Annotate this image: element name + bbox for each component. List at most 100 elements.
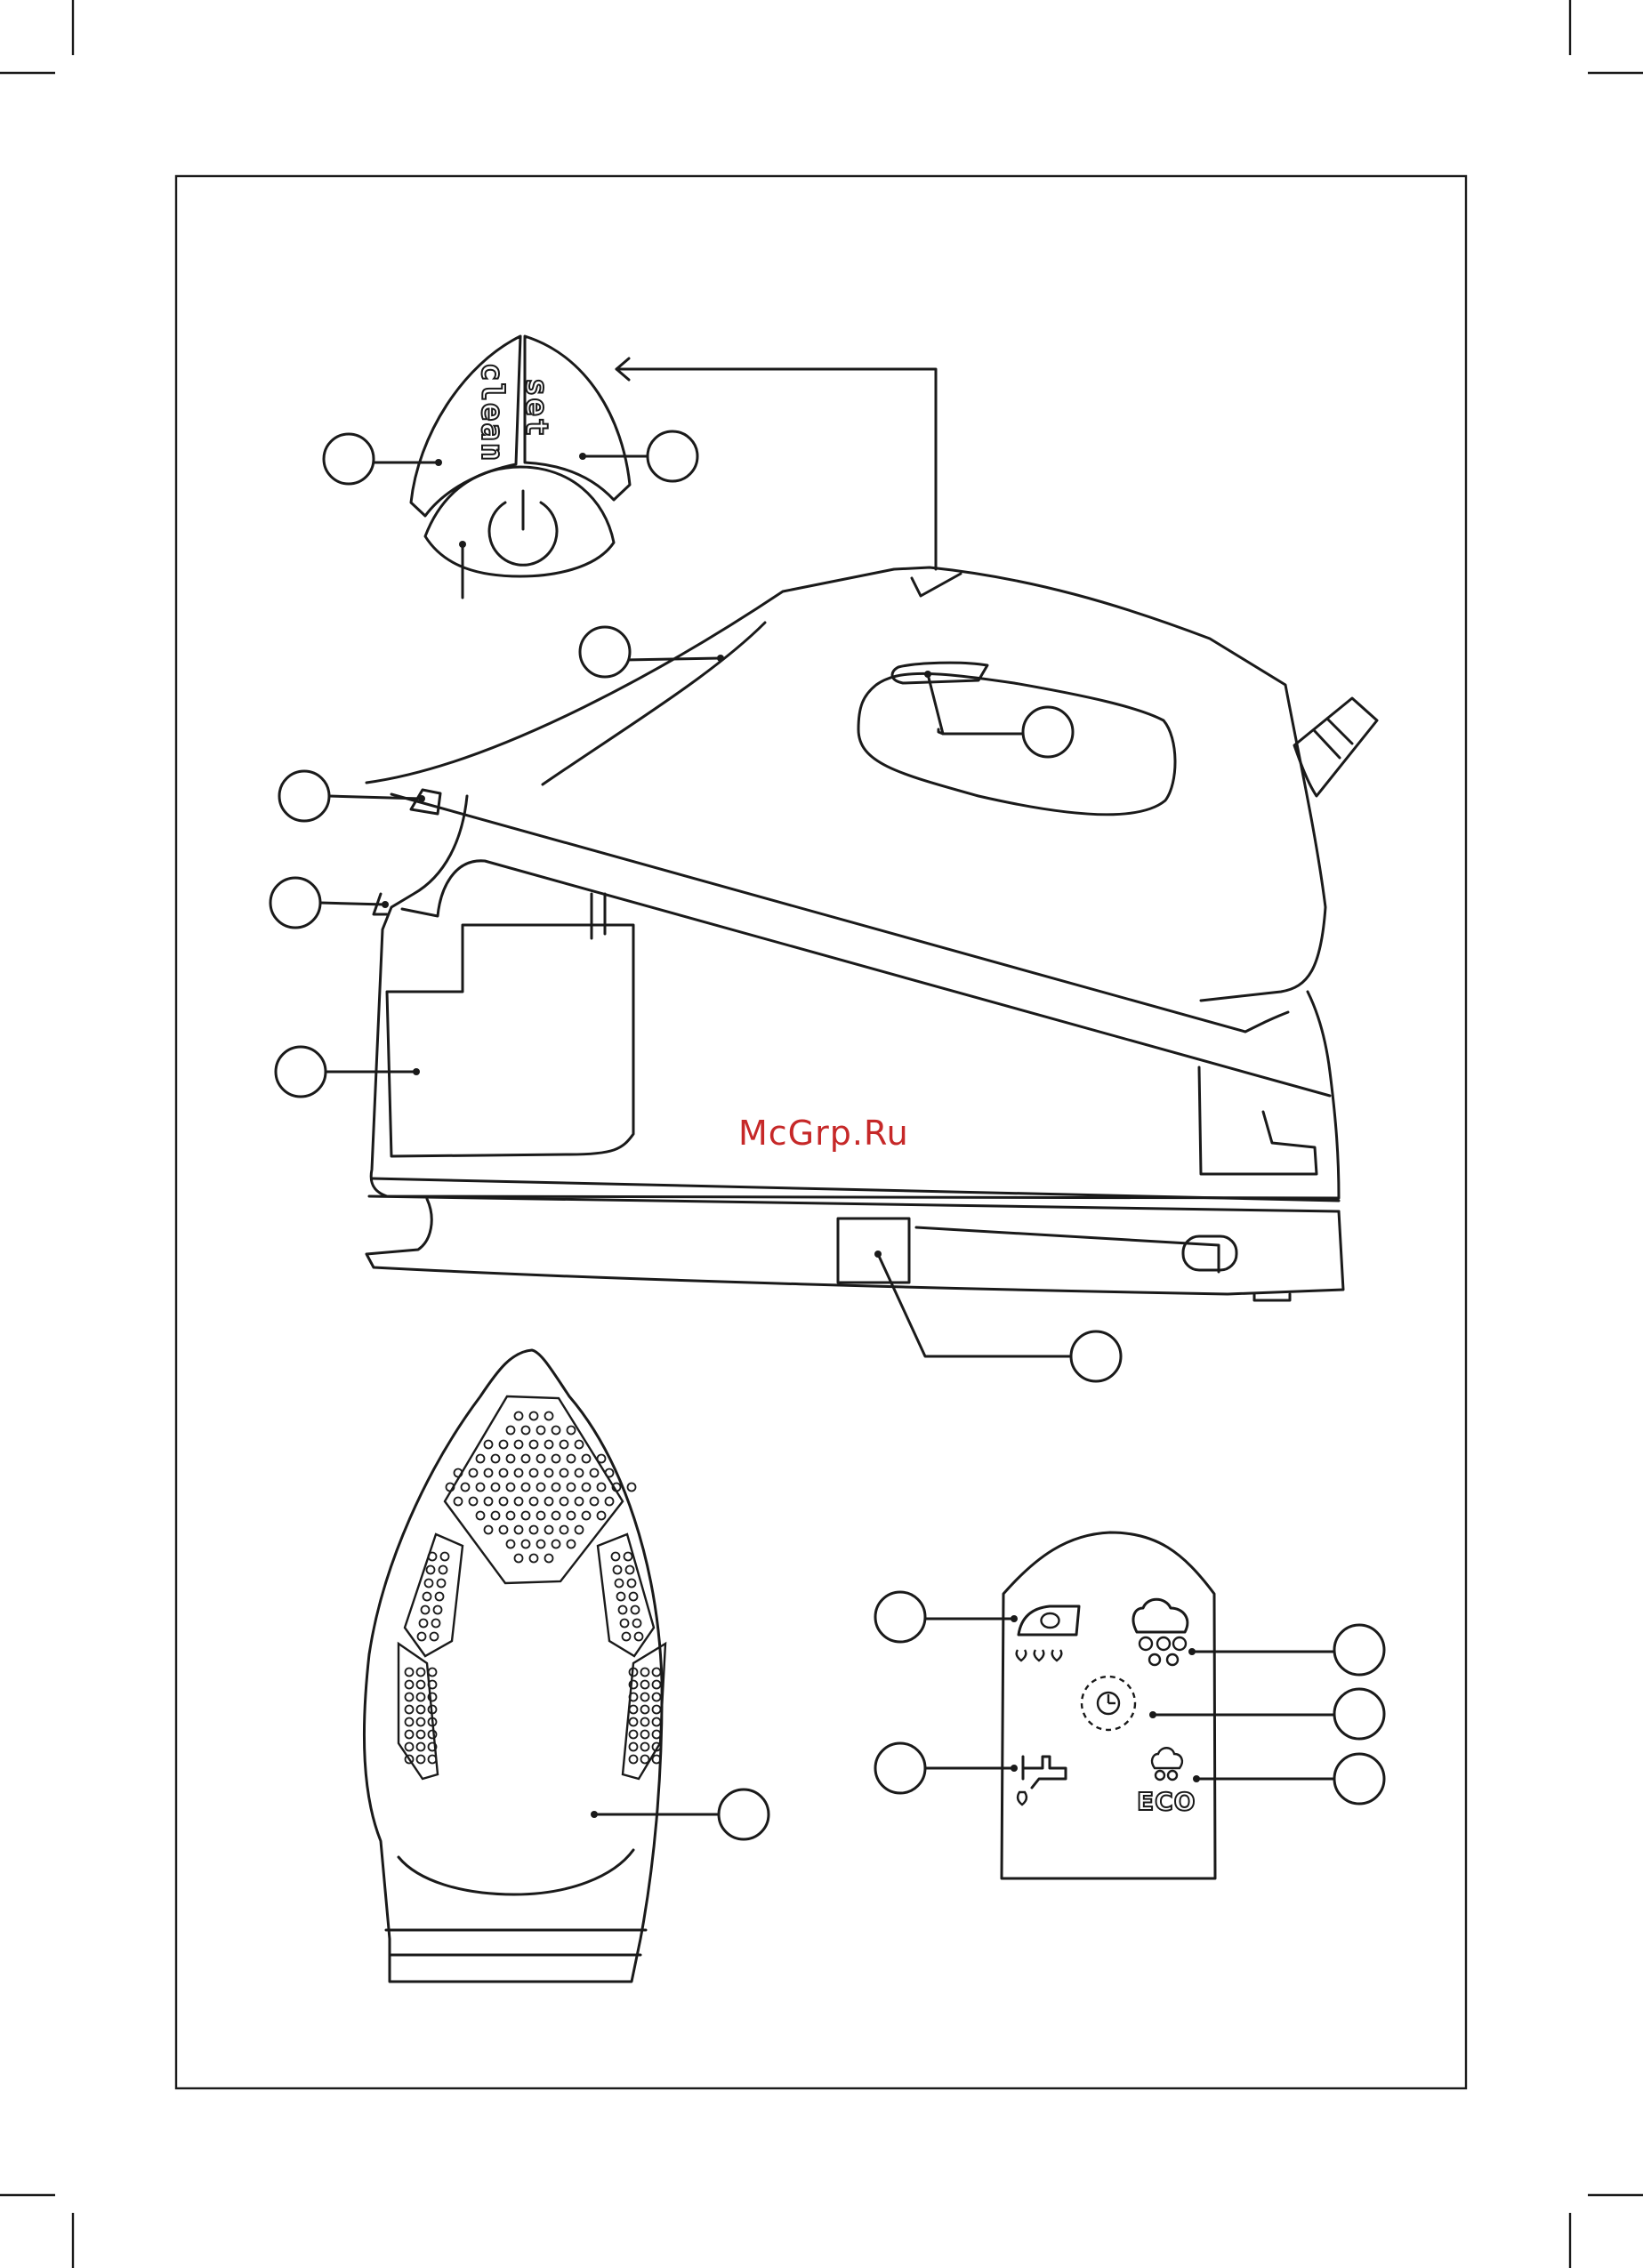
steam-hole xyxy=(568,1540,576,1548)
iron-water-drops-icon xyxy=(1017,1606,1079,1661)
steam-hole xyxy=(630,1743,638,1751)
steam-hole xyxy=(477,1512,485,1520)
steam-hole xyxy=(630,1706,638,1714)
callout-handle xyxy=(580,627,630,677)
steam-hole xyxy=(500,1526,508,1534)
callout-steam-indicator xyxy=(1334,1625,1384,1675)
cord-storage-latch xyxy=(838,1218,909,1283)
steam-hole xyxy=(641,1706,649,1714)
steam-hole xyxy=(530,1469,538,1477)
steam-hole xyxy=(507,1512,515,1520)
steam-hole xyxy=(477,1455,485,1463)
steam-hole xyxy=(653,1669,661,1677)
steam-hole xyxy=(417,1731,425,1739)
timer-icon xyxy=(1082,1677,1135,1730)
steam-hole xyxy=(612,1553,620,1561)
steam-hole xyxy=(417,1756,425,1764)
steam-hole xyxy=(462,1484,470,1492)
steam-hole xyxy=(614,1566,622,1574)
callout-soleplate xyxy=(719,1789,769,1839)
steam-hole xyxy=(441,1553,449,1561)
steam-hole xyxy=(429,1756,437,1764)
steam-hole xyxy=(635,1633,643,1641)
steam-hole xyxy=(522,1512,530,1520)
callout-steam-trigger xyxy=(1023,707,1073,757)
steam-generator-side-view xyxy=(270,567,1377,1381)
steam-hole xyxy=(492,1484,500,1492)
callout-iron-indicator xyxy=(875,1592,925,1642)
steam-hole xyxy=(545,1412,553,1420)
steam-hole xyxy=(500,1469,508,1477)
steam-hole xyxy=(630,1718,638,1726)
steam-hole xyxy=(641,1756,649,1764)
control-panel-detail: clean set xyxy=(324,336,936,598)
steam-hole xyxy=(492,1455,500,1463)
steam-hole xyxy=(432,1620,440,1628)
steam-hole xyxy=(545,1469,553,1477)
steam-hole xyxy=(598,1455,606,1463)
steam-hole xyxy=(576,1469,584,1477)
callout-eco-indicator xyxy=(1334,1754,1384,1804)
steam-hole xyxy=(530,1555,538,1563)
steam-hole xyxy=(434,1606,442,1614)
steam-hole xyxy=(429,1669,437,1677)
steam-hole xyxy=(422,1606,430,1614)
steam-hole xyxy=(598,1512,606,1520)
steam-hole xyxy=(545,1526,553,1534)
steam-hole xyxy=(537,1540,545,1548)
steam-hole xyxy=(507,1455,515,1463)
steam-hole xyxy=(406,1718,414,1726)
steam-hole xyxy=(515,1441,523,1449)
steam-hole xyxy=(530,1526,538,1534)
steam-hole xyxy=(423,1593,431,1601)
steam-hole xyxy=(616,1580,624,1588)
strong-steam-icon xyxy=(1133,1599,1188,1665)
steam-hole xyxy=(623,1633,631,1641)
steam-hole xyxy=(438,1580,446,1588)
steam-hole xyxy=(552,1512,560,1520)
steam-hole xyxy=(507,1427,515,1435)
watermark: McGrp.Ru xyxy=(738,1114,909,1153)
tap-water-icon xyxy=(1018,1757,1066,1805)
steam-hole xyxy=(568,1512,576,1520)
steam-hole xyxy=(653,1681,661,1689)
steam-hole xyxy=(545,1498,553,1506)
callout-timer-indicator xyxy=(1334,1689,1384,1739)
cord-outlet-icon xyxy=(1294,698,1377,796)
steam-hole xyxy=(576,1498,584,1506)
steam-hole xyxy=(606,1498,614,1506)
steam-hole xyxy=(624,1553,632,1561)
steam-hole xyxy=(552,1484,560,1492)
steam-hole xyxy=(431,1633,439,1641)
steam-hole xyxy=(522,1484,530,1492)
steam-hole xyxy=(530,1412,538,1420)
steam-hole xyxy=(537,1427,545,1435)
steam-hole xyxy=(436,1593,444,1601)
steam-holes xyxy=(406,1412,661,1764)
callout-set-button xyxy=(648,431,697,481)
steam-hole xyxy=(568,1427,576,1435)
soleplate-view xyxy=(364,1350,769,1982)
callout-descale-indicator xyxy=(875,1743,925,1793)
steam-hole xyxy=(630,1756,638,1764)
eco-label: ECO xyxy=(1137,1787,1196,1816)
steam-hole xyxy=(653,1731,661,1739)
steam-trigger xyxy=(892,663,987,683)
steam-hole xyxy=(500,1498,508,1506)
steam-hole xyxy=(500,1441,508,1449)
steam-hole xyxy=(417,1718,425,1726)
steam-hole xyxy=(406,1681,414,1689)
steam-hole xyxy=(641,1693,649,1701)
steam-hole xyxy=(515,1412,523,1420)
steam-hole xyxy=(425,1580,433,1588)
steam-hole xyxy=(591,1498,599,1506)
steam-hole xyxy=(591,1469,599,1477)
steam-hole xyxy=(537,1512,545,1520)
steam-hole xyxy=(417,1669,425,1677)
steam-hole xyxy=(630,1593,638,1601)
temperature-knob xyxy=(411,790,440,814)
steam-hole xyxy=(522,1427,530,1435)
steam-hole xyxy=(515,1526,523,1534)
steam-hole xyxy=(641,1669,649,1677)
